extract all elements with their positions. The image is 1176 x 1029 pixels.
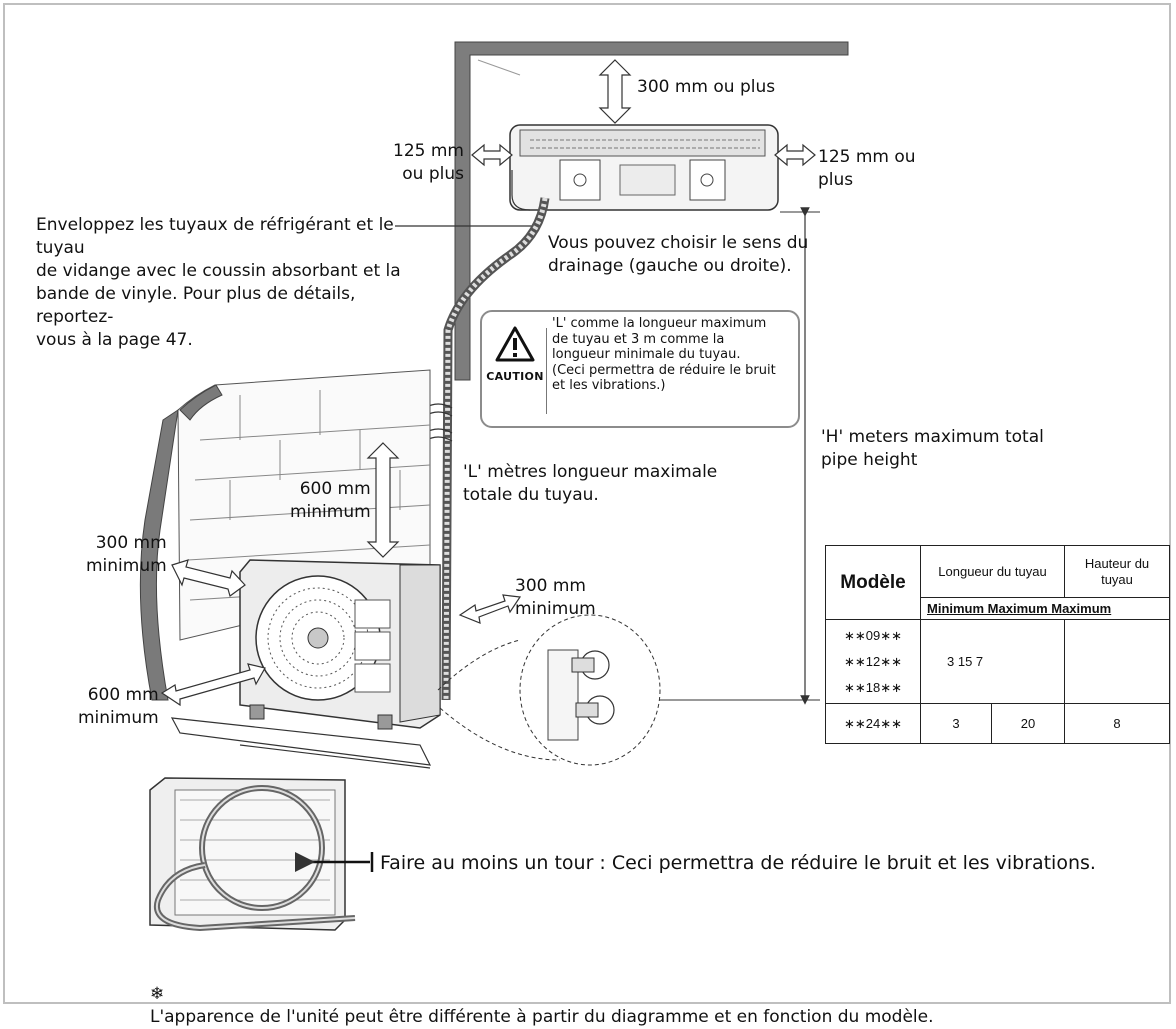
table-header-length: Longueur du tuyau [920,545,1065,598]
caution-box: CAUTION 'L' comme la longueur maximum de… [480,310,800,428]
table-cell-min-24: 3 [920,703,992,744]
outdoor-right-arrow [458,594,522,624]
outdoor-left-arrow [171,559,246,597]
footer-note: ❄ L'apparence de l'unité peut être diffé… [150,960,934,1029]
h-meters-label: 'H' meters maximum total pipe height [821,427,1044,470]
outdoor-top-arrow [366,442,400,558]
outdoor-front-arrow [160,663,266,707]
indoor-unit-illustration [509,124,779,211]
table-cell-empty [1064,619,1170,704]
coil-note-text: Faire au moins un tour : Ceci permettra … [380,852,1096,874]
outdoor-front-clearance-label: 600 mm minimum [78,685,159,728]
outdoor-left-clearance-label: 300 mm minimum [86,533,167,576]
caution-text: 'L' comme la longueur maximum de tuyau e… [552,316,776,393]
outdoor-top-clearance-label: 600 mm minimum [290,479,371,522]
indoor-wall [454,41,849,381]
valve-detail-callout [437,614,661,766]
table-cell-model-24: ∗∗24∗∗ [825,703,921,744]
warning-triangle-icon [492,326,538,366]
right-clearance-label: 125 mm ou plus [818,147,916,190]
l-meters-label: 'L' mètres longueur maximale totale du t… [463,462,718,505]
caution-separator [546,328,547,414]
table-subheaders: Minimum Maximum Maximum [920,597,1170,620]
snowflake-icon: ❄ [150,984,165,1004]
table-header-model: Modèle [825,545,921,620]
outdoor-unit-illustration [239,559,441,730]
top-clearance-arrow [598,59,632,124]
top-clearance-label: 300 mm ou plus [637,77,776,97]
caution-label: CAUTION [486,370,544,383]
footer-note-text: L'apparence de l'unité peut être différe… [150,1007,934,1027]
table-cell-height-24: 8 [1064,703,1170,744]
ground [170,717,432,769]
right-clearance-arrow [774,143,816,167]
table-row-models: ∗∗09∗∗ ∗∗12∗∗ ∗∗18∗∗ [825,619,921,704]
table-cell-max-24: 20 [991,703,1065,744]
outdoor-right-clearance-label: 300 mm minimum [515,576,596,619]
wrap-instruction-text: Enveloppez les tuyaux de réfrigérant et … [36,215,401,350]
table-header-height: Hauteur du tuyau [1064,545,1170,598]
left-clearance-label: 125 mm ou plus [393,141,464,184]
table-row-values: 3 15 7 [920,619,1065,704]
left-clearance-arrow [471,143,513,167]
coil-unit-illustration [149,777,356,932]
pipe-spec-table: Modèle Longueur du tuyau Hauteur du tuya… [825,545,1170,744]
drain-direction-text: Vous pouvez choisir le sens du drainage … [548,233,809,276]
